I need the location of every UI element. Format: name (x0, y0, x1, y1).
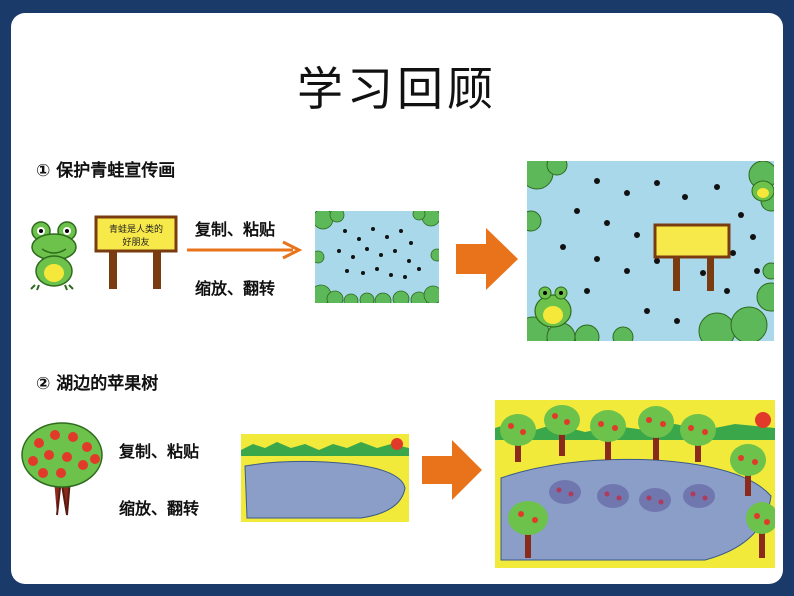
big-arrow-icon (456, 228, 518, 290)
apple-tree-image (21, 422, 103, 516)
section2-copy-label: 复制、粘贴 (119, 442, 200, 461)
section2-scale-label: 缩放、翻转 (119, 499, 200, 518)
orchard-lake-image (495, 400, 775, 568)
section1-copy-label: 复制、粘贴 (195, 220, 276, 239)
frog-image (30, 221, 77, 291)
sign-text-line1: 青蛙是人类的 (109, 223, 163, 235)
section1-heading: ① 保护青蛙宣传画 (36, 161, 176, 181)
lake-small-image (241, 434, 409, 522)
big-arrow-icon (422, 440, 482, 500)
section1-scale-label: 缩放、翻转 (195, 279, 276, 298)
tadpole-poster-image (527, 161, 774, 341)
sign-image: 青蛙是人类的 好朋友 (94, 215, 178, 289)
thin-arrow-icon (187, 240, 303, 260)
page-title: 学习回顾 (297, 62, 497, 116)
slide-canvas: 学习回顾 ① 保护青蛙宣传画 青蛙是人类的 好朋友 复制、粘贴 缩放、翻转 (11, 13, 783, 584)
section2-heading: ② 湖边的苹果树 (36, 374, 159, 394)
sign-text-line2: 好朋友 (122, 236, 149, 248)
tadpole-pond-small-image (315, 211, 439, 303)
